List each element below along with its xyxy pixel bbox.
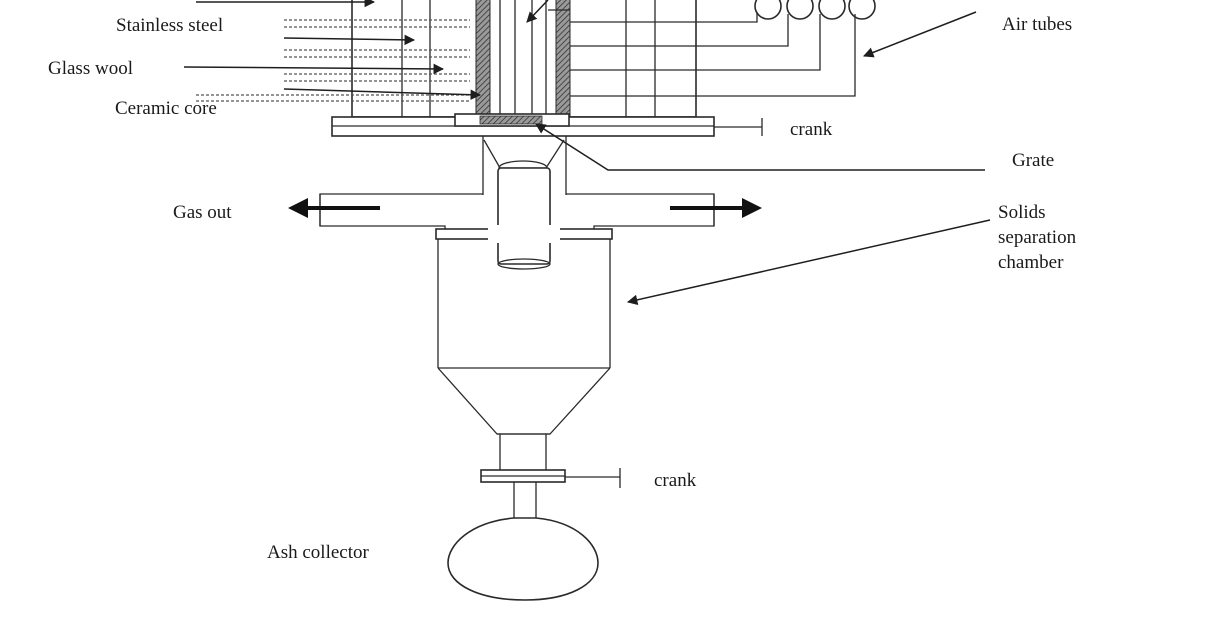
leader-lines [183,0,991,306]
label-ceramic-core: Ceramic core [115,98,217,119]
label-chamber: chamber [998,252,1064,273]
label-ash-collector: Ash collector [267,542,370,563]
separation-chamber [435,225,613,470]
downcomer-tube [497,167,551,270]
label-air-tubes: Air tubes [1002,14,1072,35]
ceramic-core-wall-right [555,0,571,117]
ceramic-core-wall-left [475,0,491,117]
label-gas-out: Gas out [173,202,232,223]
label-crank-top: crank [790,119,833,140]
label-solids: Solids [998,202,1046,223]
bottom-valve [480,468,621,518]
reactor-body [196,0,697,118]
label-grate: Grate [1012,150,1054,171]
label-stainless-steel: Stainless steel [116,15,223,36]
grate-plate [331,113,763,137]
label-glass-wool: Glass wool [48,58,133,79]
label-crank-bottom: crank [654,470,697,491]
ash-collector-flask [447,517,599,601]
label-separation: separation [998,227,1077,248]
air-tubes [548,0,876,97]
